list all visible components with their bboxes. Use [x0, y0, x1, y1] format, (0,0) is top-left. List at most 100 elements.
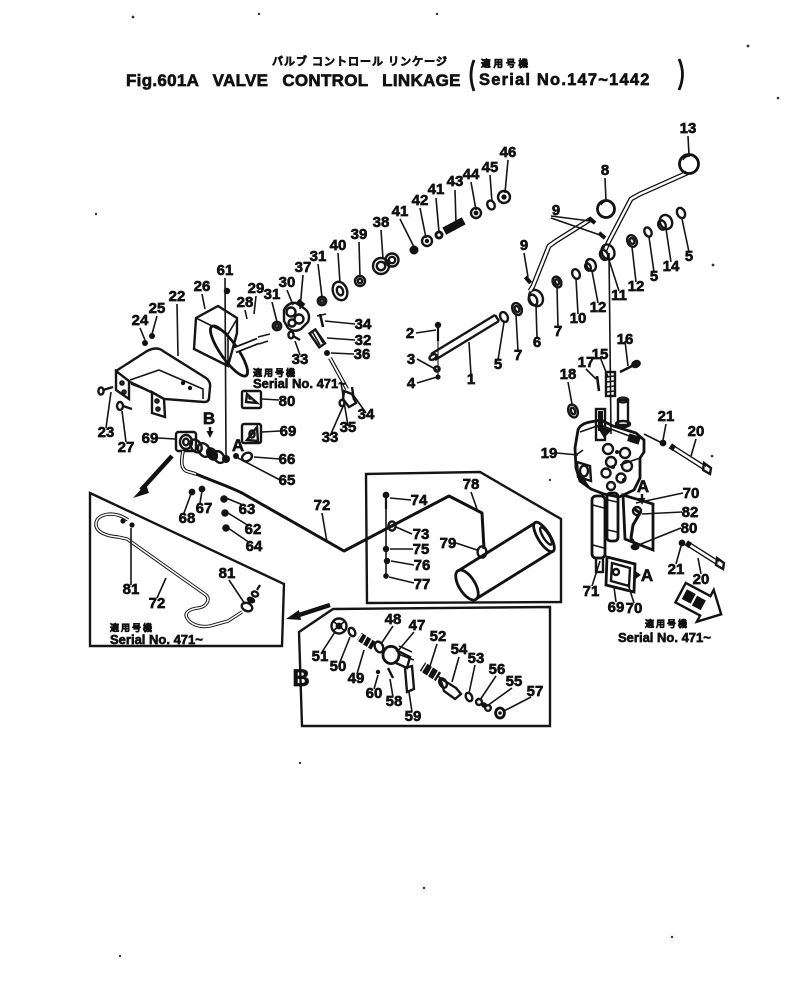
svg-text:31: 31: [264, 286, 281, 303]
svg-text:25: 25: [149, 300, 166, 317]
svg-text:20: 20: [693, 571, 710, 588]
svg-text:62: 62: [245, 521, 262, 538]
svg-text:16: 16: [617, 331, 634, 348]
svg-text:52: 52: [430, 628, 447, 645]
svg-text:58: 58: [386, 693, 403, 710]
svg-text:68: 68: [179, 510, 196, 527]
svg-text:9: 9: [552, 202, 560, 219]
svg-text:26: 26: [194, 278, 211, 295]
svg-text:32: 32: [355, 332, 372, 349]
svg-text:39: 39: [351, 226, 368, 243]
svg-text:34: 34: [355, 316, 372, 333]
svg-text:45: 45: [482, 159, 499, 176]
svg-text:46: 46: [500, 144, 517, 161]
svg-text:80: 80: [279, 393, 296, 410]
svg-text:7: 7: [514, 347, 522, 364]
svg-text:42: 42: [412, 192, 429, 209]
svg-text:75: 75: [413, 541, 430, 558]
svg-text:57: 57: [527, 683, 544, 700]
svg-text:2: 2: [406, 325, 414, 342]
svg-text:18: 18: [560, 366, 577, 383]
svg-text:10: 10: [570, 310, 587, 327]
svg-text:22: 22: [169, 288, 186, 305]
svg-text:B: B: [203, 409, 215, 428]
svg-text:35: 35: [340, 419, 357, 436]
svg-text:81: 81: [123, 581, 140, 598]
svg-text:Serial No.147~1442: Serial No.147~1442: [479, 71, 651, 89]
svg-text:27: 27: [118, 439, 135, 456]
svg-text:55: 55: [506, 673, 523, 690]
svg-text:50: 50: [330, 658, 347, 675]
svg-text:Serial No. 471~: Serial No. 471~: [253, 376, 346, 391]
svg-text:30: 30: [279, 274, 296, 291]
svg-text:適用号機: 適用号機: [645, 618, 689, 629]
svg-text:65: 65: [279, 472, 296, 489]
svg-text:38: 38: [373, 214, 390, 231]
svg-text:60: 60: [366, 685, 383, 702]
svg-text:36: 36: [354, 346, 371, 363]
svg-text:54: 54: [451, 641, 468, 658]
svg-text:20: 20: [688, 423, 705, 440]
svg-text:31: 31: [310, 248, 327, 265]
svg-text:64: 64: [246, 538, 263, 555]
svg-text:17: 17: [578, 354, 595, 371]
svg-text:37: 37: [295, 259, 312, 276]
svg-text:47: 47: [409, 617, 426, 634]
svg-text:44: 44: [463, 166, 480, 183]
svg-text:82: 82: [682, 504, 699, 521]
svg-text:バルブ コントロール リンケージ: バルブ コントロール リンケージ: [272, 54, 448, 68]
svg-text:33: 33: [292, 351, 309, 368]
svg-text:7: 7: [554, 323, 562, 340]
svg-text:B: B: [292, 665, 309, 692]
svg-text:Fig.601A VALVE CONTROL LINKAGE: Fig.601A VALVE CONTROL LINKAGE: [126, 71, 461, 90]
svg-text:41: 41: [392, 203, 409, 220]
svg-text:28: 28: [237, 294, 254, 311]
svg-text:Serial No. 471~: Serial No. 471~: [110, 632, 203, 647]
svg-text:51: 51: [312, 648, 329, 665]
svg-text:14: 14: [663, 258, 680, 275]
svg-text:19: 19: [541, 445, 558, 462]
svg-text:Serial No. 471~: Serial No. 471~: [618, 630, 711, 645]
svg-text:71: 71: [583, 583, 600, 600]
svg-text:81: 81: [219, 565, 236, 582]
svg-text:23: 23: [98, 424, 115, 441]
svg-text:33: 33: [322, 429, 339, 446]
svg-text:4: 4: [407, 375, 416, 392]
svg-text:24: 24: [132, 312, 149, 329]
svg-text:43: 43: [447, 173, 464, 190]
svg-text:1: 1: [467, 371, 475, 388]
svg-text:66: 66: [279, 451, 296, 468]
svg-text:49: 49: [348, 670, 365, 687]
svg-text:5: 5: [650, 268, 658, 285]
svg-text:8: 8: [601, 162, 609, 179]
svg-text:9: 9: [520, 237, 528, 254]
svg-text:21: 21: [658, 408, 675, 425]
svg-text:72: 72: [149, 595, 166, 612]
svg-text:61: 61: [217, 262, 234, 279]
svg-text:適用号機: 適用号機: [110, 622, 154, 633]
svg-text:63: 63: [239, 501, 256, 518]
svg-text:76: 76: [414, 557, 431, 574]
svg-text:15: 15: [592, 346, 609, 363]
svg-text:56: 56: [489, 661, 506, 678]
svg-text:69: 69: [608, 599, 625, 616]
svg-text:21: 21: [668, 561, 685, 578]
svg-text:78: 78: [463, 476, 480, 493]
svg-text:40: 40: [330, 237, 347, 254]
svg-text:77: 77: [414, 576, 431, 593]
svg-text:41: 41: [428, 181, 445, 198]
svg-text:適用号機: 適用号機: [253, 367, 297, 378]
svg-text:70: 70: [683, 485, 700, 502]
svg-text:74: 74: [411, 492, 428, 509]
svg-text:12: 12: [628, 278, 645, 295]
svg-text:A: A: [637, 477, 649, 496]
svg-text:69: 69: [142, 430, 159, 447]
svg-text:3: 3: [407, 351, 415, 368]
svg-text:48: 48: [385, 611, 402, 628]
svg-text:6: 6: [533, 334, 541, 351]
svg-text:79: 79: [440, 535, 457, 552]
svg-text:53: 53: [468, 650, 485, 667]
svg-text:73: 73: [413, 526, 430, 543]
svg-text:59: 59: [405, 708, 422, 725]
svg-text:A: A: [232, 436, 244, 455]
